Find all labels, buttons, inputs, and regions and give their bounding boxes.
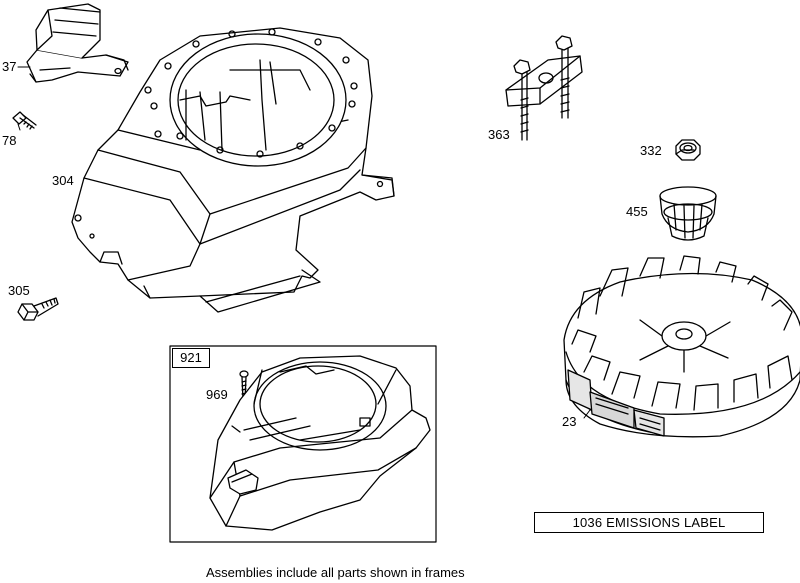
blower-housing-assembly-921-part: [209, 355, 431, 531]
callout-455: 455: [626, 204, 648, 219]
clamp-363-part: [505, 35, 583, 141]
callout-332: 332: [640, 143, 662, 158]
starter-cup-455-part: [659, 186, 717, 241]
callout-37: 37: [2, 59, 17, 74]
nut-332-part: [675, 139, 701, 161]
flywheel-23-part: [563, 255, 800, 438]
air-deflector-part: [26, 3, 129, 83]
callout-305: 305: [8, 283, 30, 298]
emissions-label-box: 1036 EMISSIONS LABEL: [534, 512, 764, 533]
blower-housing-part: [71, 27, 395, 313]
callout-23: 23: [562, 414, 577, 429]
hex-bolt-305-part: [17, 297, 59, 321]
callout-78: 78: [2, 133, 17, 148]
frame-label-921: 921: [172, 348, 210, 368]
callout-363: 363: [488, 127, 510, 142]
assembly-frame-921: [169, 345, 437, 543]
assemblies-footnote: Assemblies include all parts shown in fr…: [206, 565, 465, 580]
leader-lines: [17, 66, 591, 419]
screw-78-part: [12, 111, 37, 130]
callout-969: 969: [206, 387, 228, 402]
callout-304: 304: [52, 173, 74, 188]
